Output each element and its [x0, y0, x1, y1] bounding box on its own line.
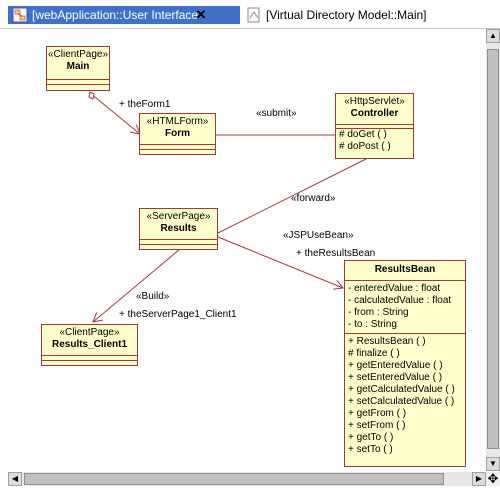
tab-user-interface[interactable]: [webApplication::User Interface ✕ [8, 6, 240, 24]
class-name: Main [66, 61, 90, 72]
build-label: «Build» [136, 291, 170, 302]
class-name: Controller [350, 108, 399, 119]
attribute-row: - to : String [348, 319, 397, 330]
move-cross-icon[interactable]: ✥ [486, 471, 500, 486]
results-bean-class[interactable]: ResultsBean - enteredValue : float - cal… [344, 260, 466, 467]
main-form-connector[interactable] [89, 92, 140, 134]
tab-label: [webApplication::User Interface [32, 8, 199, 22]
scroll-down-icon[interactable]: ▼ [486, 457, 500, 471]
submit-label: «submit» [256, 108, 297, 119]
the-results-bean-label: + theResultsBean [296, 248, 376, 259]
horizontal-scrollbar[interactable]: ◀ ▶ [8, 472, 486, 486]
operation-row: + setEnteredValue ( ) [348, 372, 443, 383]
operation-row: + getEnteredValue ( ) [348, 360, 443, 371]
class-name: Form [165, 128, 190, 139]
operation-row: + getFrom ( ) [348, 408, 407, 419]
attribute-row: - from : String [348, 307, 409, 318]
attribute-row: - enteredValue : float [348, 283, 441, 294]
form-html-form[interactable]: «HTMLForm» Form [139, 113, 216, 155]
vertical-scrollbar[interactable]: ▲ ▼ [486, 29, 500, 471]
class-name: Results [160, 223, 197, 234]
aggregation-diamond [88, 91, 95, 100]
operation-row: + ResultsBean ( ) [348, 336, 426, 347]
the-server-page-label: + theServerPage1_Client1 [119, 309, 237, 320]
stereotype: «ClientPage» [59, 327, 120, 338]
operation-row: + getCalculatedValue ( ) [348, 384, 455, 395]
diagram-canvas[interactable]: «ClientPage» Main «HTMLForm» Form «HttpS… [8, 29, 486, 471]
results-client-page[interactable]: «ClientPage» Results_Client1 [41, 324, 138, 366]
main-client-page[interactable]: «ClientPage» Main [46, 46, 110, 91]
operation-row: # finalize ( ) [348, 348, 400, 359]
stereotype: «ServerPage» [146, 211, 211, 222]
operation-row: + setCalculatedValue ( ) [348, 396, 455, 407]
class-name: Results_Client1 [51, 339, 128, 350]
scroll-up-icon[interactable]: ▲ [486, 29, 500, 43]
tab-label: [Virtual Directory Model::Main] [266, 8, 427, 22]
tab-virtual-directory[interactable]: [Virtual Directory Model::Main] [246, 6, 427, 24]
scroll-right-icon[interactable]: ▶ [472, 472, 486, 486]
diagram-connectors [88, 91, 369, 471]
build-connector[interactable] [93, 243, 187, 322]
jsp-use-bean-connector[interactable] [217, 236, 343, 288]
operation-row: + setTo ( ) [348, 444, 393, 455]
stereotype: «ClientPage» [47, 49, 109, 60]
attribute-row: - calculatedValue : float [348, 295, 452, 306]
diagram-icon [247, 7, 260, 23]
stereotype: «HttpServlet» [344, 96, 405, 107]
operation-row: + getTo ( ) [348, 432, 394, 443]
forward-label: «forward» [291, 193, 336, 204]
results-server-page[interactable]: «ServerPage» Results [139, 208, 218, 250]
diagram-icon [12, 7, 28, 23]
close-icon[interactable]: ✕ [195, 7, 207, 22]
stereotype: «HTMLForm» [146, 116, 209, 127]
operation-row: # doGet ( ) [339, 129, 387, 140]
operation-row: # doPost ( ) [339, 141, 391, 152]
forward-connector[interactable] [215, 157, 369, 235]
class-name: ResultsBean [374, 264, 436, 275]
horizontal-scroll-thumb[interactable] [24, 473, 444, 485]
the-form-label: + theForm1 [119, 99, 171, 110]
controller-http-servlet[interactable]: «HttpServlet» Controller # doGet ( ) # d… [335, 93, 414, 159]
scroll-left-icon[interactable]: ◀ [8, 472, 22, 486]
vertical-scroll-thumb[interactable] [487, 49, 499, 449]
tab-bar: [webApplication::User Interface ✕ [Virtu… [0, 0, 500, 29]
operation-row: + setFrom ( ) [348, 420, 406, 431]
jsp-use-bean-label: «JSPUseBean» [283, 230, 354, 241]
